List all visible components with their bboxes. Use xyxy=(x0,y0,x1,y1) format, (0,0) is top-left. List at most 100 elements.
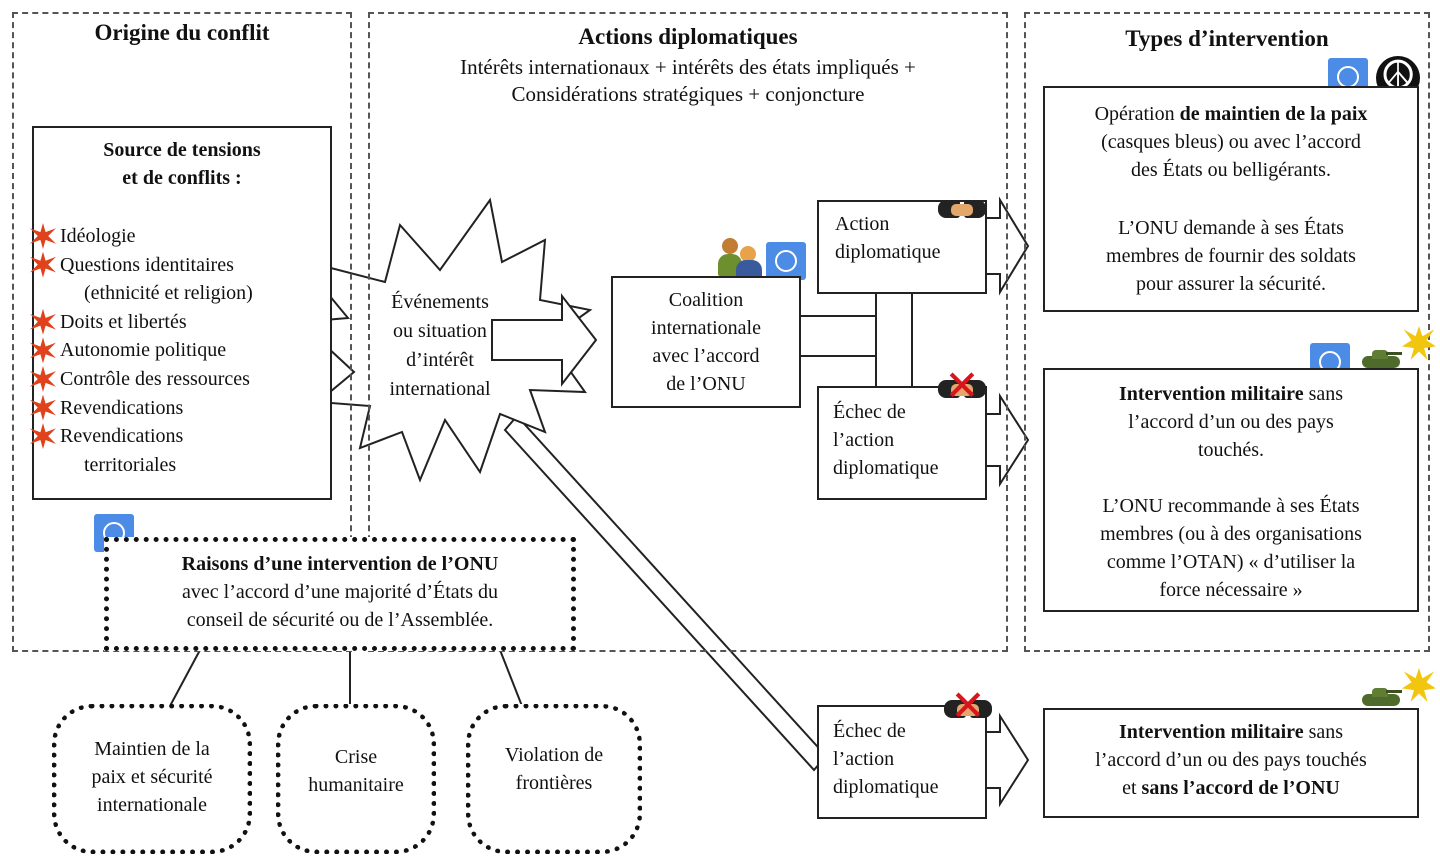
coalition-line: de l’ONU xyxy=(666,373,746,395)
reasons-line: avec l’accord d’une majorité d’États du xyxy=(182,581,498,603)
source-item: Autonomie politique xyxy=(30,336,330,365)
failure-upper-line: diplomatique xyxy=(833,457,939,479)
military-no-un-bold: Intervention militaire xyxy=(1118,721,1304,743)
diplomatic-panel: Actions diplomatiques Intérêts internati… xyxy=(368,12,1008,652)
source-item: Questions identitaires (ethnicité et rel… xyxy=(30,251,330,308)
tank-icon xyxy=(1358,348,1402,370)
reason-item-line: paix et sécurité xyxy=(91,766,213,788)
failure-lower-box: Échec de l’action diplomatique xyxy=(817,705,987,819)
military-un-bold: Intervention militaire xyxy=(1118,383,1304,405)
reason-item-line: Crise xyxy=(334,746,378,768)
sources-box: Source de tensions et de conflits : xyxy=(32,126,332,500)
event-line: ou situation xyxy=(393,320,487,342)
coalition-bracket-vertical xyxy=(875,291,913,389)
military-un-line: force nécessaire » xyxy=(1159,579,1303,601)
diplomatic-subtitle: Intérêts internationaux + intérêts des é… xyxy=(370,54,1006,108)
sources-heading: Source de tensions et de conflits : xyxy=(34,136,330,192)
military-un-line-1: Intervention militaire sans xyxy=(1045,380,1417,408)
people-icon xyxy=(718,238,764,278)
peacekeeping-prefix: Opération xyxy=(1094,103,1180,125)
diplomatic-action-line: Action xyxy=(835,213,890,235)
military-no-un-line-1: Intervention militaire sans xyxy=(1045,718,1417,746)
origin-panel: Origine du conflit xyxy=(12,12,352,652)
failure-lower-line: l’action xyxy=(833,748,895,770)
diplomatic-subtitle-line: Intérêts internationaux + intérêts des é… xyxy=(460,55,916,79)
military-un-line: membres (ou à des organisations xyxy=(1100,523,1362,545)
failure-lower-line: Échec de xyxy=(833,720,906,742)
source-item: Idéologie xyxy=(30,222,330,251)
military-un-box: Intervention militaire sans l’accord d’u… xyxy=(1043,368,1419,612)
peacekeeping-bold: de maintien de la paix xyxy=(1179,103,1368,125)
source-item-label: Questions identitaires xyxy=(60,253,234,276)
reasons-box: Raisons d’une intervention de l’ONU avec… xyxy=(104,537,576,651)
reason-item-line: frontières xyxy=(515,772,593,794)
diplomatic-title: Actions diplomatiques xyxy=(578,24,798,49)
event-line: international xyxy=(389,378,491,400)
diplomatic-subtitle-line: Considérations stratégiques + conjonctur… xyxy=(511,82,865,106)
source-item-label: Autonomie politique xyxy=(60,339,227,362)
peacekeeping-line: (casques bleus) ou avec l’accord xyxy=(1101,131,1361,153)
coalition-line: internationale xyxy=(651,317,761,339)
event-label: Événements ou situation d’intérêt intern… xyxy=(365,288,515,404)
reason-item-borders: Violation de frontières xyxy=(466,704,642,854)
burst-icon xyxy=(30,223,56,249)
source-item: Revendications territoriales xyxy=(30,422,330,479)
military-un-line: L’ONU recommande à ses États xyxy=(1102,495,1360,517)
intervention-panel: Types d’intervention xyxy=(1024,12,1430,652)
source-item-label: Revendications xyxy=(60,425,184,448)
reason-item-humanitarian: Crise humanitaire xyxy=(276,704,436,854)
reason-item-peace-security: Maintien de la paix et sécurité internat… xyxy=(52,704,252,854)
reason-item-line: humanitaire xyxy=(308,774,404,796)
military-no-un-box: Intervention militaire sans l’accord d’u… xyxy=(1043,708,1419,818)
military-no-un-line-3: et sans l’accord de l’ONU xyxy=(1045,774,1417,802)
handshake-icon xyxy=(938,192,986,224)
coalition-box: Coalition internationale avec l’accord d… xyxy=(611,276,801,408)
burst-icon xyxy=(30,337,56,364)
peacekeeping-line: pour assurer la sécurité. xyxy=(1136,273,1326,295)
reason-item-line: internationale xyxy=(97,794,207,816)
burst-icon xyxy=(30,308,56,335)
peacekeeping-line: des États ou belligérants. xyxy=(1131,159,1331,181)
intervention-title: Types d’intervention xyxy=(1125,26,1329,51)
burst-icon xyxy=(30,394,56,421)
burst-icon xyxy=(30,365,56,392)
sources-heading-line: et de conflits : xyxy=(122,167,242,189)
crossed-handshake-icon: ✕ xyxy=(938,365,986,407)
military-un-line: l’accord d’un ou des pays xyxy=(1128,411,1334,433)
reason-item-line: Maintien de la xyxy=(94,738,210,760)
failure-upper-line: l’action xyxy=(833,429,895,451)
failure-upper-box: Échec de l’action diplomatique xyxy=(817,386,987,500)
source-item-label: Revendications xyxy=(60,396,184,419)
un-emblem-icon xyxy=(766,242,806,280)
source-item-label: territoriales xyxy=(84,453,177,476)
source-item-label: Contrôle des ressources xyxy=(60,367,250,390)
coalition-line: Coalition xyxy=(668,289,744,311)
reason-connector-1 xyxy=(169,649,201,707)
peacekeeping-line: L’ONU demande à ses États xyxy=(1118,217,1344,239)
burst-icon xyxy=(30,423,56,450)
peacekeeping-box: Opération de maintien de la paix (casque… xyxy=(1043,86,1419,312)
military-no-un-suffix: sans xyxy=(1303,721,1344,743)
reasons-title: Raisons d’une intervention de l’ONU xyxy=(181,553,499,575)
reason-connector-3 xyxy=(499,649,523,707)
peacekeeping-line-1: Opération de maintien de la paix xyxy=(1045,100,1417,128)
sources-list: Idéologie Questions identitaires (ethnic… xyxy=(30,222,330,479)
burst-icon xyxy=(30,251,56,278)
military-un-line: touchés. xyxy=(1197,439,1265,461)
crossed-handshake-icon: ✕ xyxy=(944,685,992,727)
coalition-line: avec l’accord xyxy=(652,345,760,367)
reason-item-line: Violation de xyxy=(504,744,604,766)
military-un-line: comme l’OTAN) « d’utiliser la xyxy=(1106,551,1356,573)
failure-to-military-no-un-arrow xyxy=(984,712,1030,808)
source-item: Doits et libertés xyxy=(30,308,330,337)
military-un-suffix: sans xyxy=(1303,383,1344,405)
peacekeeping-line: membres de fournir des soldats xyxy=(1106,245,1356,267)
failure-upper-line: Échec de xyxy=(833,401,906,423)
event-to-coalition-arrow xyxy=(491,293,598,387)
event-line: d’intérêt xyxy=(406,349,474,371)
military-no-un-line3-bold: sans l’accord de l’ONU xyxy=(1141,777,1340,799)
source-item: Contrôle des ressources xyxy=(30,365,330,394)
tank-icon xyxy=(1358,686,1402,708)
failure-lower-line: diplomatique xyxy=(833,776,939,798)
